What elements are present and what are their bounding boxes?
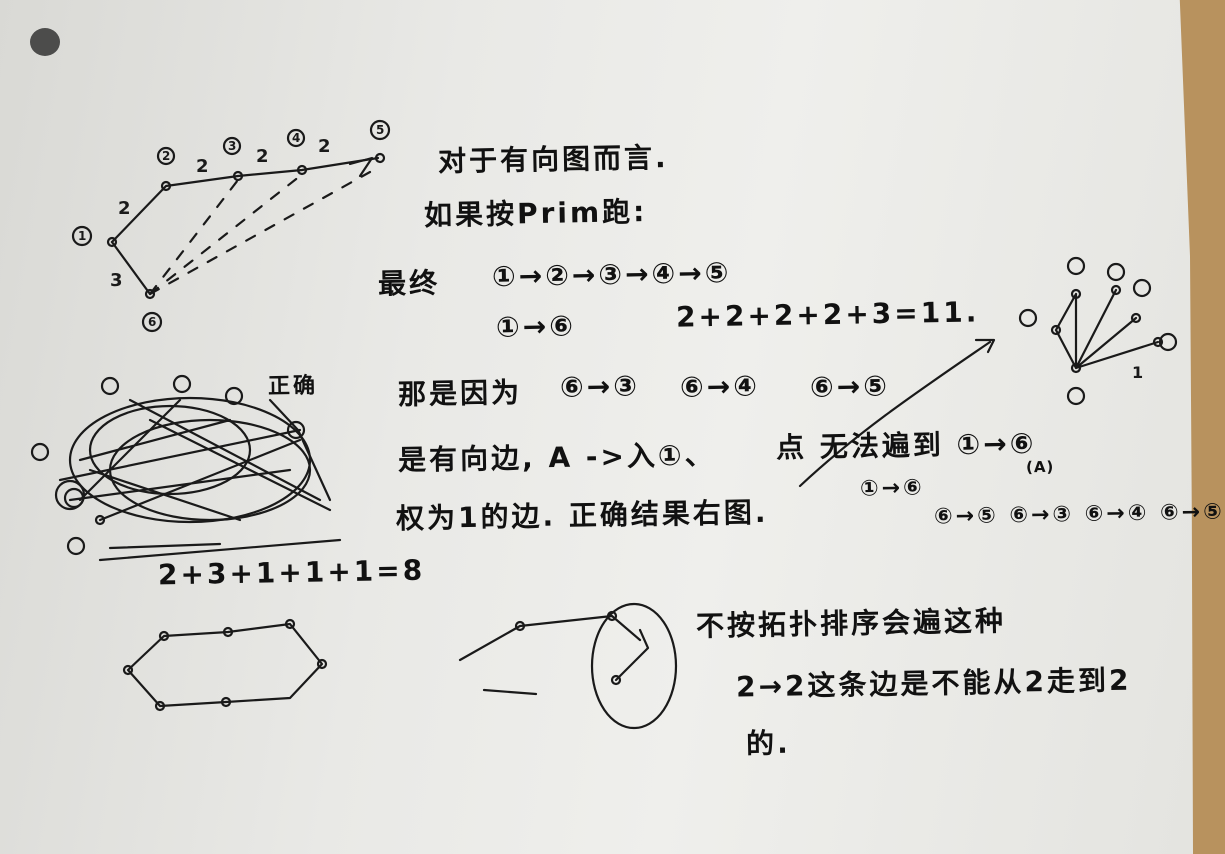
path-side: ①→⑥ [495,309,577,344]
right-paths: ⑥→⑤ ⑥→③ ⑥→④ ⑥→⑤ [933,499,1225,530]
edge-weight: 3 [110,270,123,291]
node-label-ring [71,225,93,247]
graph-cycle [122,618,328,712]
graph-correct: 1 [798,256,1178,488]
node-label-ring [222,136,242,156]
correct-label: 正确 [267,373,319,400]
node-label-ring [141,311,163,333]
right-paths-2: ①→⑥ [859,475,925,502]
directed-tail: 点 无法遍到 ①→⑥ [775,426,1037,465]
sum-prim: 2+2+2+2+3=11. [675,295,980,334]
sketch-layer: 1 2 3 4 5 6 2 2 2 2 3 [30,119,1178,730]
edge-weight: 2 [196,156,209,177]
graph-node-6 [144,288,156,300]
edge-weight: 2 [256,146,269,167]
node-label-ring [369,119,391,141]
node-label: 3 [228,139,236,153]
graph-edge-chain [110,156,380,244]
node-label: 1 [78,229,86,243]
reason-pair-3: ⑥→⑤ [809,369,891,404]
path-main: ①→②→③→④→⑤ [491,255,732,294]
ink-stain [30,28,60,56]
small-a-note: (A) [1025,457,1055,477]
topo-line-1: 不按拓扑排序会遍这种 [695,604,1007,643]
graph-scribble [30,374,342,562]
node-label-ring [286,128,306,148]
directed-line: 是有向边, A ->入①、 [397,438,716,477]
graph-node-1 [106,236,118,248]
graph-edge-16 [110,240,152,296]
node-label: 2 [162,149,170,163]
pointer-arrow [798,340,992,488]
edge-weight: 2 [118,198,131,219]
highlight-edge [268,398,332,502]
edge-weight: 1 [1132,363,1143,382]
graph-prim: 1 2 3 4 5 6 2 2 2 2 3 [71,119,391,333]
reason-label: 那是因为 [397,375,523,412]
node-label: 4 [292,131,300,145]
edge-weight: 2 [318,136,331,157]
circled-region [590,602,678,730]
node-label-ring [156,146,176,166]
heading-note: 对于有向图而言. [437,140,669,179]
prim-intro: 如果按Prim跑: [423,195,648,232]
graph-topo [458,602,678,730]
reason-pair-1: ⑥→③ [559,369,641,404]
reason-pair-2: ⑥→④ [679,369,761,404]
node-label: 6 [148,315,156,329]
arrowhead [348,156,374,178]
sum-correct: 2+3+1+1+1=8 [157,553,426,592]
paper-sheet [0,0,1193,854]
topo-line-2: 2→2这条边是不能从2走到2 [735,663,1132,704]
topo-line-3: 的. [745,726,791,761]
weight-line: 权为1的边. 正确结果右图. [395,495,769,536]
final-label: 最终 [377,266,441,301]
node-label: 5 [376,123,384,137]
strike-line [98,538,342,562]
graph-edge-dashed [148,170,372,296]
